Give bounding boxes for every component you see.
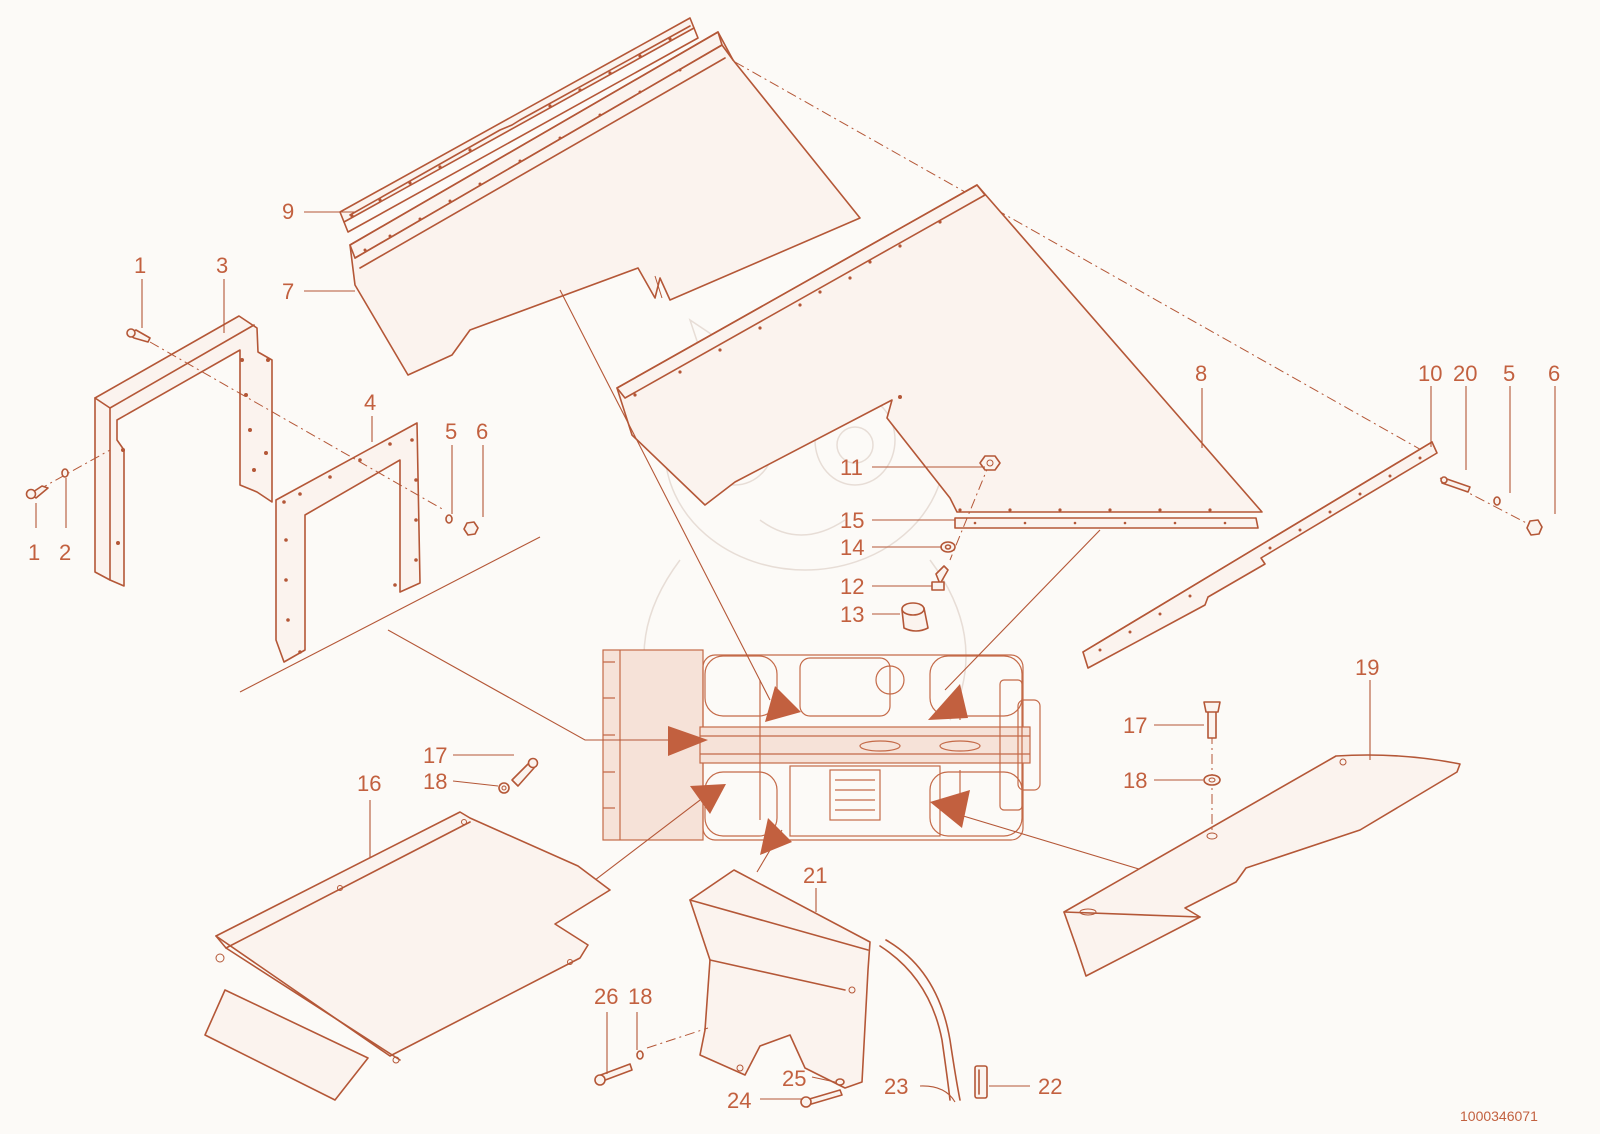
location-arrows [668, 684, 970, 855]
alignment-line-7-10 [734, 61, 1433, 457]
callout-18-right: 18 [1123, 768, 1147, 793]
callout-5-left: 5 [445, 419, 457, 444]
callout-1-bottom: 1 [28, 540, 40, 565]
fasteners-right-bracket [1439, 476, 1543, 536]
callout-5-right: 5 [1503, 361, 1515, 386]
part-19-lower-right-plate [1063, 734, 1461, 977]
callout-18-left: 18 [423, 769, 447, 794]
leader-lines-to-overview [387, 289, 1163, 881]
part-3-u-bracket [94, 315, 273, 587]
part-4-frame-plate [275, 422, 421, 663]
callout-17-right: 17 [1123, 713, 1147, 738]
callout-25: 25 [782, 1066, 806, 1091]
callout-24: 24 [727, 1088, 751, 1113]
machine-overview-plan [602, 649, 1041, 841]
part-7-upper-cover [349, 31, 861, 376]
part-10-angle-bracket [1082, 441, 1438, 669]
part-9-angle-strip [339, 17, 699, 233]
callout-26: 26 [594, 984, 618, 1009]
callout-6-right: 6 [1548, 361, 1560, 386]
callout-1-top: 1 [134, 253, 146, 278]
callout-9: 9 [282, 199, 294, 224]
fasteners-part-16 [498, 757, 539, 794]
part-15-strip [954, 517, 1259, 529]
callout-10: 10 [1418, 361, 1442, 386]
separator-line [239, 536, 541, 693]
callout-14: 14 [840, 535, 864, 560]
document-code: 1000346071 [1460, 1108, 1538, 1124]
callout-4: 4 [364, 390, 376, 415]
fasteners-left-bracket [25, 328, 479, 536]
callout-6-left: 6 [476, 419, 488, 444]
part-23-edge-trim [879, 939, 961, 1101]
callout-2: 2 [59, 540, 71, 565]
callout-11: 11 [840, 455, 863, 480]
callout-12: 12 [840, 574, 864, 599]
callout-19: 19 [1355, 655, 1379, 680]
callout-13: 13 [840, 602, 864, 627]
callout-17-left: 17 [423, 743, 447, 768]
callout-22: 22 [1038, 1074, 1062, 1099]
part-22-clip [974, 1065, 988, 1099]
callout-7: 7 [282, 279, 294, 304]
part-8-floor-plate [616, 184, 1263, 513]
callout-8: 8 [1195, 361, 1207, 386]
callout-18-bottom: 18 [628, 984, 652, 1009]
callout-20: 20 [1453, 361, 1477, 386]
part-16-lower-plate [204, 811, 611, 1101]
callout-21: 21 [803, 863, 827, 888]
fasteners-part-21 [594, 1050, 845, 1108]
callout-15: 15 [840, 508, 864, 533]
part-21-side-shroud [646, 869, 871, 1089]
callout-leaders [35, 211, 1556, 1103]
callout-3: 3 [216, 253, 228, 278]
fasteners-part-19 [1203, 701, 1221, 786]
fastener-stack-11-14 [901, 455, 1001, 632]
callout-16: 16 [357, 771, 381, 796]
callout-23: 23 [884, 1074, 908, 1099]
callout-labels: 1 3 1 2 4 5 6 7 9 8 10 20 5 6 11 15 14 1… [28, 199, 1560, 1124]
